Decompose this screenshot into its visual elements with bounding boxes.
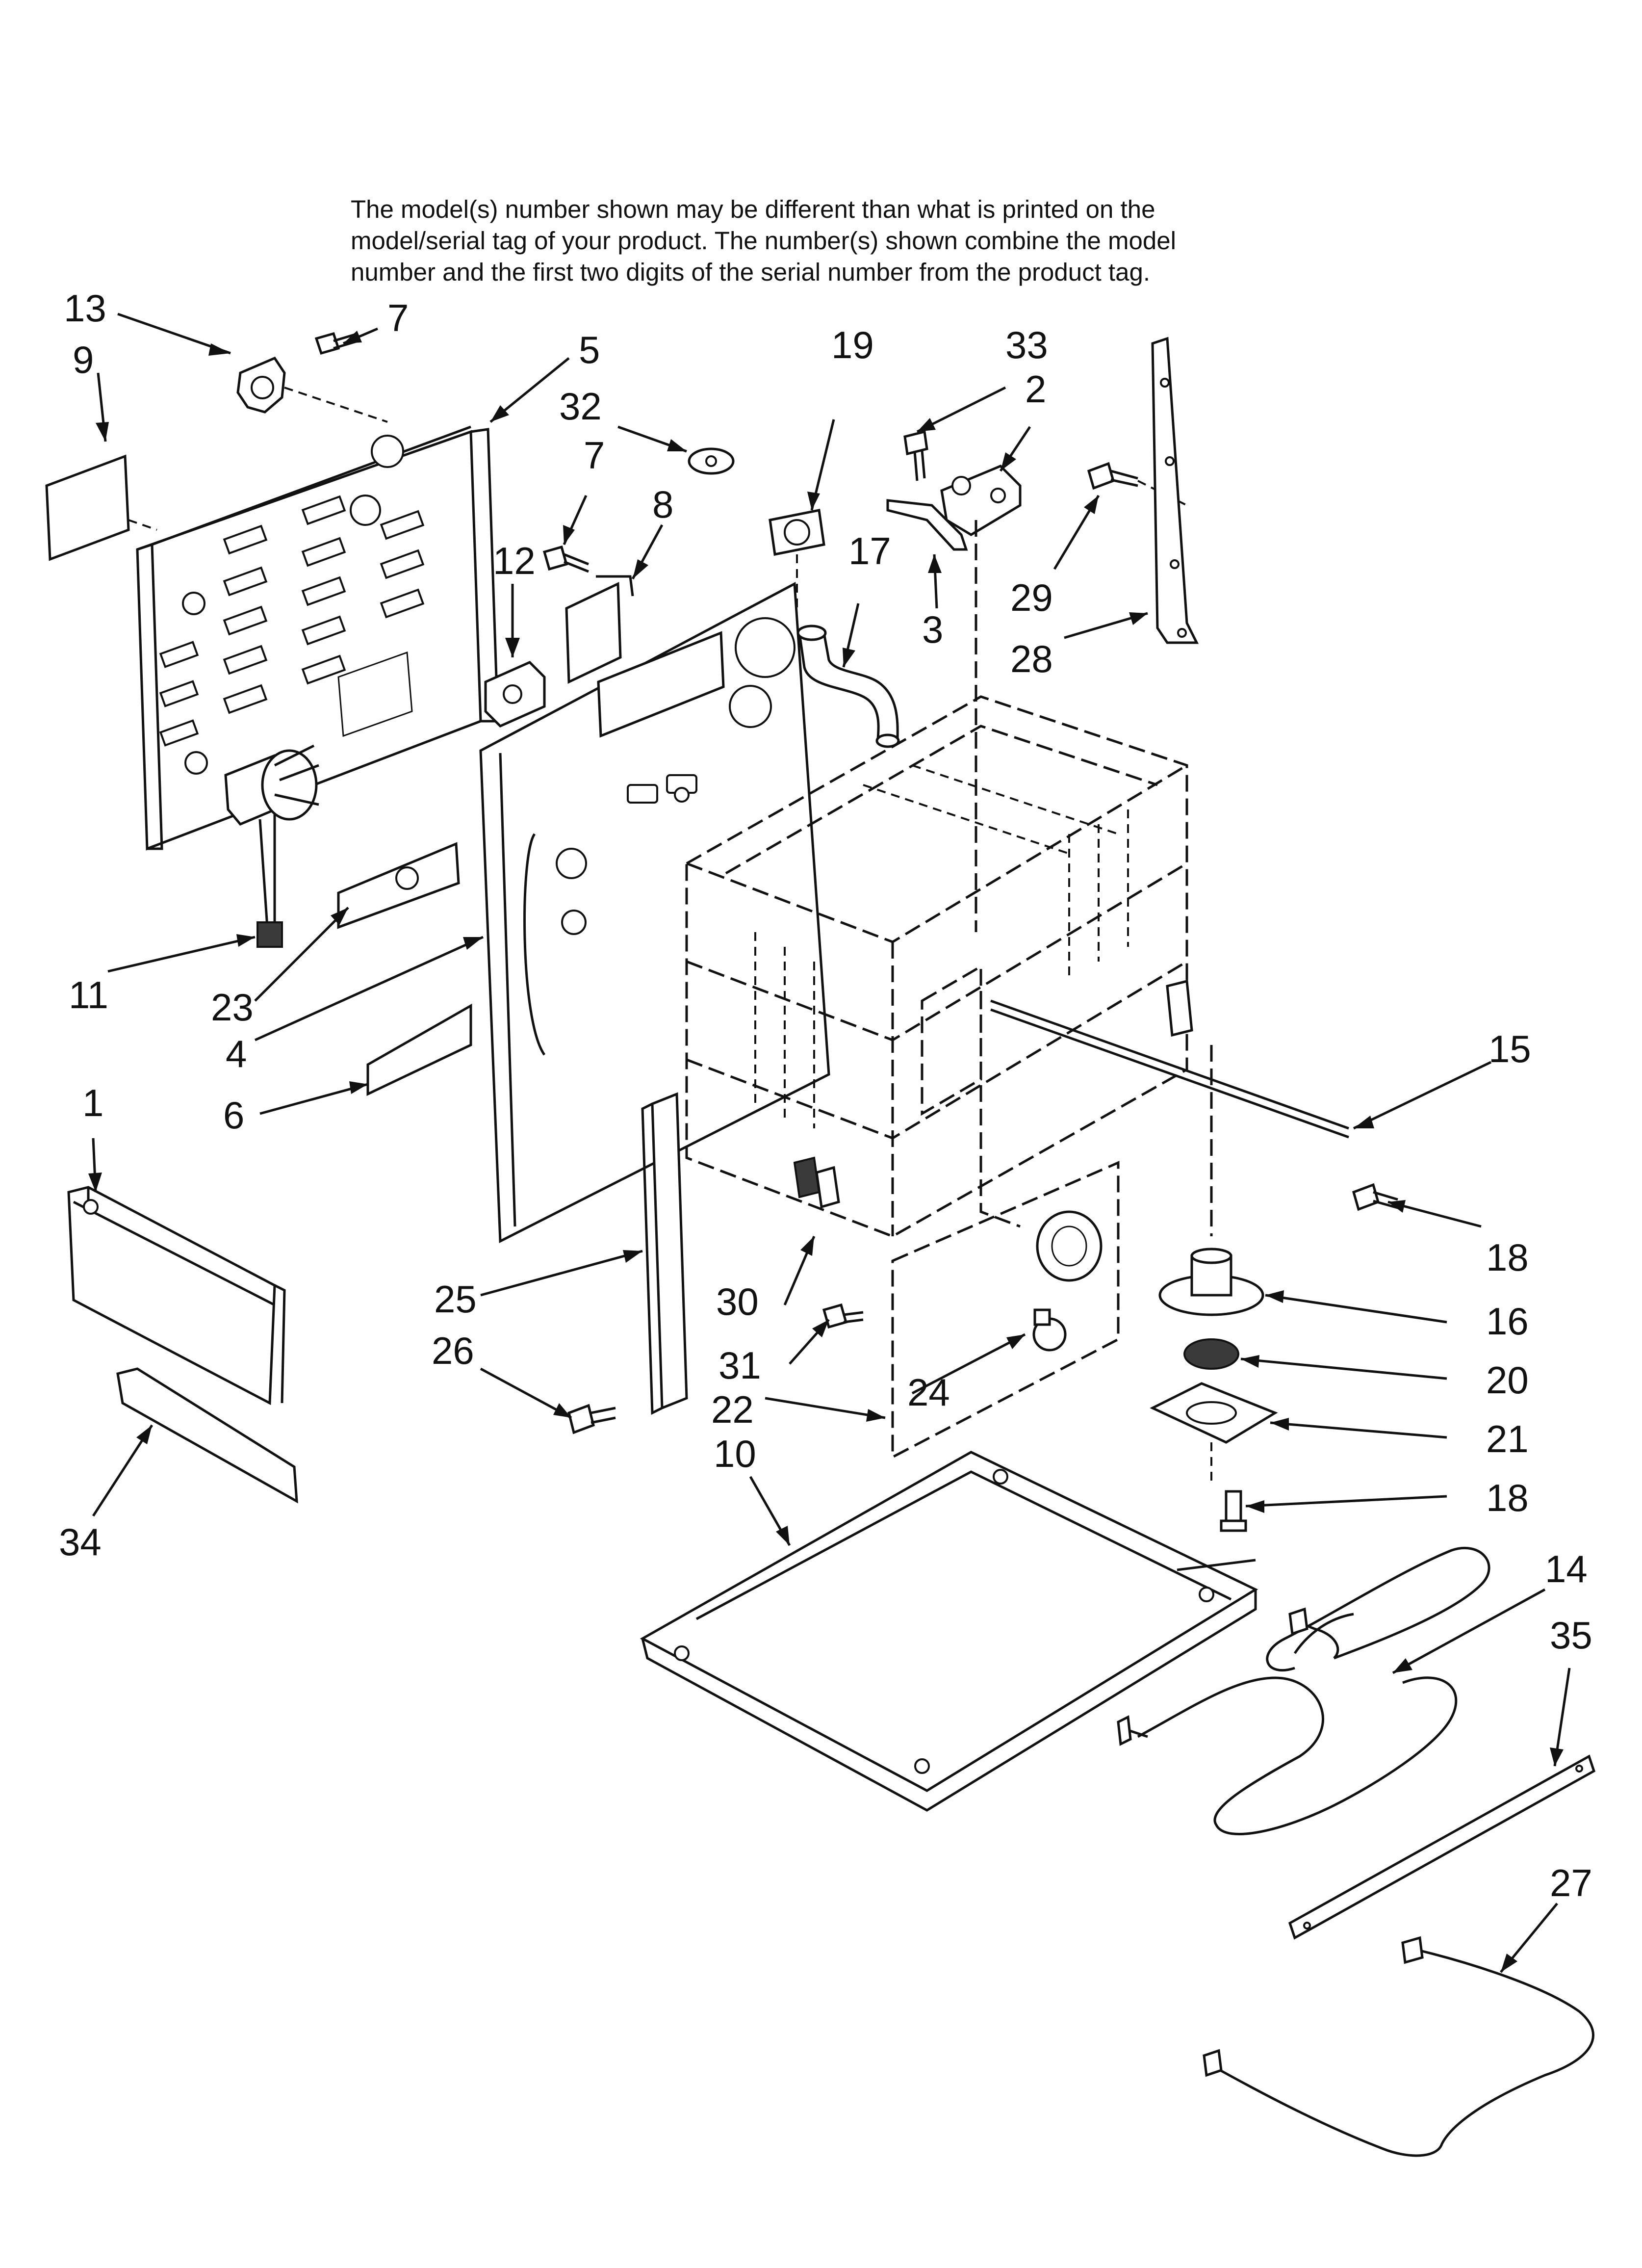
part-12-terminal-block <box>484 661 546 728</box>
part-32-thermal-fuse <box>688 447 735 475</box>
part-3-latch-arm <box>886 499 968 551</box>
callout-27: 27 <box>1550 1861 1592 1904</box>
callout-25: 25 <box>434 1277 477 1321</box>
leader-arrowheads <box>88 331 1564 1972</box>
callout-26: 26 <box>432 1329 474 1372</box>
callout-23: 23 <box>211 986 254 1029</box>
part-1-front-panel <box>67 1186 286 1406</box>
callout-2: 2 <box>1025 367 1046 411</box>
notice-line-3: number and the first two digits of the s… <box>351 258 1150 286</box>
part-7-screw-top <box>314 332 359 355</box>
part-26-screw <box>567 1404 616 1434</box>
part-17-vent-tube <box>796 625 900 748</box>
part-27-broil-element <box>1203 1936 1594 2157</box>
part-11-convection-fan-motor <box>224 744 319 948</box>
callout-19: 19 <box>831 323 874 366</box>
part-34-lower-strip <box>116 1367 298 1504</box>
callout-29: 29 <box>1010 576 1053 619</box>
part-6-lower-strip <box>366 1003 472 1096</box>
callout-34: 34 <box>59 1520 102 1564</box>
part-29-screw <box>1087 462 1187 506</box>
part-10-oven-bottom <box>640 1451 1258 1812</box>
callout-8: 8 <box>652 483 673 526</box>
part-14-bake-element <box>1117 1546 1490 1835</box>
callout-10: 10 <box>714 1432 756 1475</box>
part-18-screw-lower <box>1220 1490 1247 1532</box>
callout-4: 4 <box>226 1032 247 1075</box>
part-35-element-bracket-strip <box>1288 1754 1596 1940</box>
part-9-cover-plate <box>45 454 157 561</box>
part-20-light-lens <box>1183 1338 1239 1370</box>
part-15-rod <box>990 979 1349 1139</box>
callout-9: 9 <box>73 338 94 381</box>
part-31-screw <box>822 1303 864 1329</box>
part-33-screw <box>903 430 928 481</box>
callout-labels: 13 9 7 5 32 7 8 12 19 17 33 2 3 29 28 11… <box>59 287 1592 1904</box>
callout-18-lower: 18 <box>1486 1476 1529 1519</box>
callout-28: 28 <box>1010 637 1053 680</box>
part-13-fan-motor-bracket <box>236 356 388 423</box>
callout-1: 1 <box>82 1081 103 1124</box>
callout-6: 6 <box>223 1094 244 1137</box>
callout-33: 33 <box>1005 323 1048 366</box>
part-24-light-bulb <box>1032 1210 1103 1352</box>
part-25-vertical-trim <box>641 1092 688 1415</box>
callout-14: 14 <box>1545 1547 1588 1590</box>
callout-12: 12 <box>493 539 536 582</box>
part-18-screw-upper <box>1352 1183 1398 1211</box>
callout-24: 24 <box>907 1371 950 1414</box>
part-5-rear-panel <box>136 425 499 851</box>
callout-13: 13 <box>64 287 106 330</box>
callout-31: 31 <box>718 1344 761 1387</box>
callout-11: 11 <box>69 973 108 1017</box>
callout-18-upper: 18 <box>1486 1236 1529 1279</box>
callout-16: 16 <box>1486 1300 1529 1343</box>
model-number-notice: The model(s) number shown may be differe… <box>351 194 1381 288</box>
callout-15: 15 <box>1488 1027 1531 1070</box>
part-19-gasket <box>769 509 825 613</box>
callout-7-middle: 7 <box>584 434 605 477</box>
callout-7-top: 7 <box>387 296 409 339</box>
part-21-gasket-plate <box>1150 1382 1278 1482</box>
callout-22: 22 <box>711 1388 754 1431</box>
part-23-bracket <box>337 842 460 929</box>
callout-21: 21 <box>1486 1417 1529 1460</box>
part-4-side-panel <box>479 581 830 1243</box>
part-16-lamp-flange <box>1158 1045 1264 1316</box>
notice-line-1: The model(s) number shown may be differe… <box>351 195 1155 223</box>
part-7-screw-middle <box>542 545 589 573</box>
callout-3: 3 <box>922 608 943 651</box>
callout-32: 32 <box>559 385 602 428</box>
callout-17: 17 <box>848 529 891 573</box>
callout-5: 5 <box>579 328 600 371</box>
callout-30: 30 <box>716 1280 759 1323</box>
callout-20: 20 <box>1486 1358 1529 1402</box>
part-28-side-rail <box>1151 337 1199 644</box>
notice-line-2: model/serial tag of your product. The nu… <box>351 227 1176 255</box>
callout-35: 35 <box>1550 1614 1592 1657</box>
part-8-mounting-bracket <box>565 575 634 684</box>
part-22-light-assembly-outline <box>891 991 1120 1460</box>
part-30-door-switch <box>793 1156 840 1209</box>
